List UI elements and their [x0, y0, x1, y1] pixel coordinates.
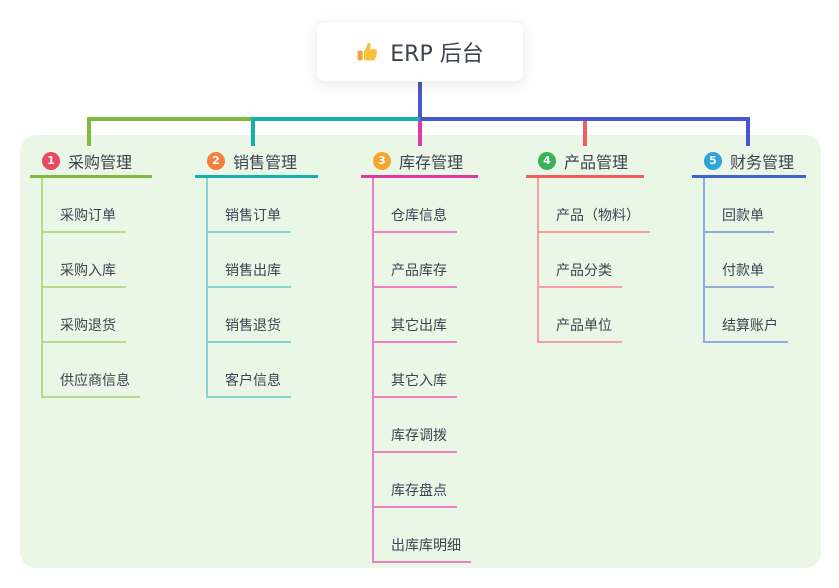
connector-bus-teal: [253, 117, 420, 121]
canvas-panel: [20, 135, 821, 568]
branch-2: 2 销售管理 销售订单销售出库销售退货客户信息: [195, 146, 318, 398]
branch-item[interactable]: 采购订单: [43, 178, 126, 233]
branch-items: 销售订单销售出库销售退货客户信息: [206, 178, 291, 398]
branch-item[interactable]: 产品单位: [539, 288, 622, 343]
connector-drop-finance: [746, 117, 750, 146]
connector-bus-blue: [420, 117, 750, 121]
branch-items: 仓库信息产品库存其它出库其它入库库存调拨库存盘点出库库明细: [372, 178, 471, 563]
branch-item[interactable]: 回款单: [705, 178, 774, 233]
branch-item[interactable]: 出库库明细: [374, 508, 471, 563]
branch-title: 采购管理: [68, 152, 133, 172]
connector-drop-inventory: [418, 121, 422, 146]
branch-number-badge: 1: [42, 151, 60, 170]
branch-item[interactable]: 付款单: [705, 233, 774, 288]
branch-header[interactable]: 1 采购管理: [30, 146, 152, 178]
branch-item[interactable]: 其它入库: [374, 343, 457, 398]
connector-drop-purchase: [87, 117, 91, 146]
branch-items: 回款单付款单结算账户: [703, 178, 788, 343]
branch-3: 3 库存管理 仓库信息产品库存其它出库其它入库库存调拨库存盘点出库库明细: [361, 146, 478, 563]
branch-title: 财务管理: [730, 152, 795, 172]
root-node[interactable]: ERP 后台: [316, 21, 524, 82]
branch-item[interactable]: 产品（物料）: [539, 178, 650, 233]
branch-item[interactable]: 采购退货: [43, 288, 126, 343]
branch-item[interactable]: 结算账户: [705, 288, 788, 343]
branch-items: 产品（物料）产品分类产品单位: [537, 178, 650, 343]
branch-title: 库存管理: [399, 152, 464, 172]
branch-item[interactable]: 库存盘点: [374, 453, 457, 508]
branch-item[interactable]: 销售出库: [208, 233, 291, 288]
branch-number-badge: 5: [704, 151, 722, 170]
connector-root-drop: [418, 82, 422, 121]
branch-item[interactable]: 采购入库: [43, 233, 126, 288]
connector-drop-product: [583, 121, 587, 146]
thumbs-up-icon: [356, 40, 380, 64]
branch-item[interactable]: 销售订单: [208, 178, 291, 233]
connector-bus-green: [87, 117, 253, 121]
branch-item[interactable]: 库存调拨: [374, 398, 457, 453]
branch-header[interactable]: 2 销售管理: [195, 146, 318, 178]
branch-item[interactable]: 仓库信息: [374, 178, 457, 233]
branch-number-badge: 2: [207, 151, 225, 170]
branch-5: 5 财务管理 回款单付款单结算账户: [692, 146, 806, 343]
branch-item[interactable]: 产品库存: [374, 233, 457, 288]
branch-header[interactable]: 4 产品管理: [526, 146, 644, 178]
branch-item[interactable]: 产品分类: [539, 233, 622, 288]
branch-item[interactable]: 客户信息: [208, 343, 291, 398]
branch-number-badge: 4: [538, 151, 556, 170]
branch-header[interactable]: 5 财务管理: [692, 146, 806, 178]
branch-item[interactable]: 其它出库: [374, 288, 457, 343]
branch-header[interactable]: 3 库存管理: [361, 146, 478, 178]
root-title: ERP 后台: [390, 41, 484, 67]
branch-number-badge: 3: [373, 151, 391, 170]
branch-title: 销售管理: [233, 152, 298, 172]
branch-4: 4 产品管理 产品（物料）产品分类产品单位: [526, 146, 650, 343]
branch-title: 产品管理: [564, 152, 629, 172]
branch-1: 1 采购管理 采购订单采购入库采购退货供应商信息: [30, 146, 152, 398]
connector-drop-sales: [251, 117, 255, 146]
branch-items: 采购订单采购入库采购退货供应商信息: [41, 178, 140, 398]
branch-item[interactable]: 供应商信息: [43, 343, 140, 398]
branch-item[interactable]: 销售退货: [208, 288, 291, 343]
